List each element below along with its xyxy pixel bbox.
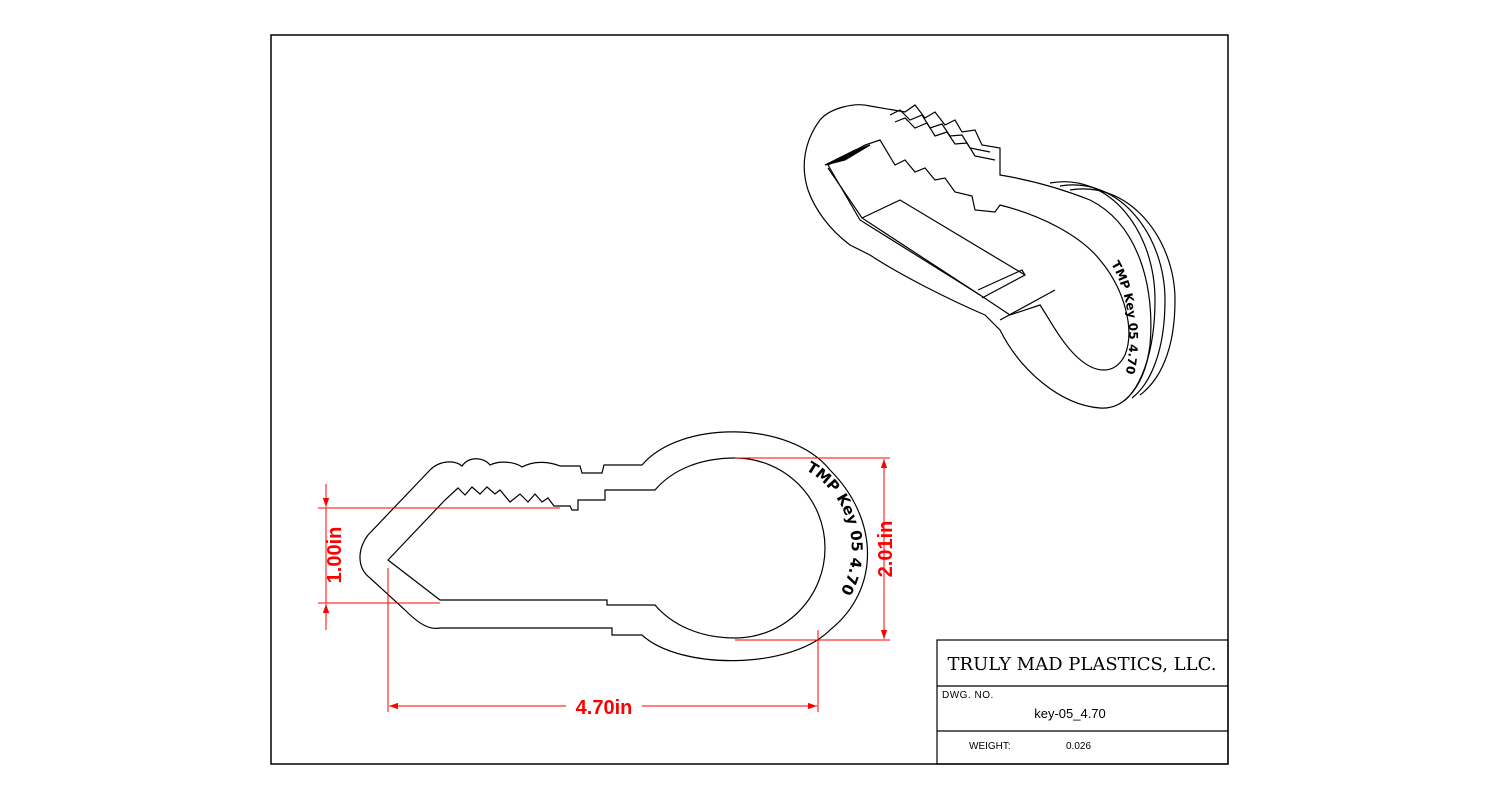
dwg-no-value: key-05_4.70 <box>1034 706 1106 721</box>
top-view <box>359 431 868 662</box>
height-dimension-label: 2.01in <box>875 521 897 578</box>
outer-outline <box>359 431 868 662</box>
weight-label: WEIGHT: <box>969 741 1011 752</box>
company-name: TRULY MAD PLASTICS, LLC. <box>948 654 1217 675</box>
title-block <box>936 639 1229 765</box>
dwg-no-label: DWG. NO. <box>942 690 994 701</box>
isometric-view <box>803 104 1176 409</box>
width-dimension-label: 4.70in <box>576 697 633 719</box>
blade-dimension-label: 1.00in <box>324 527 346 584</box>
dimensions <box>318 457 890 712</box>
inner-outline <box>387 457 826 639</box>
emboss-text-iso: TMP Key 05 4.70 <box>1108 258 1140 375</box>
weight-value: 0.026 <box>1066 741 1091 752</box>
emboss-text-top: TMP Key 05 4.70 <box>803 458 865 598</box>
drawing-border <box>270 34 1229 765</box>
